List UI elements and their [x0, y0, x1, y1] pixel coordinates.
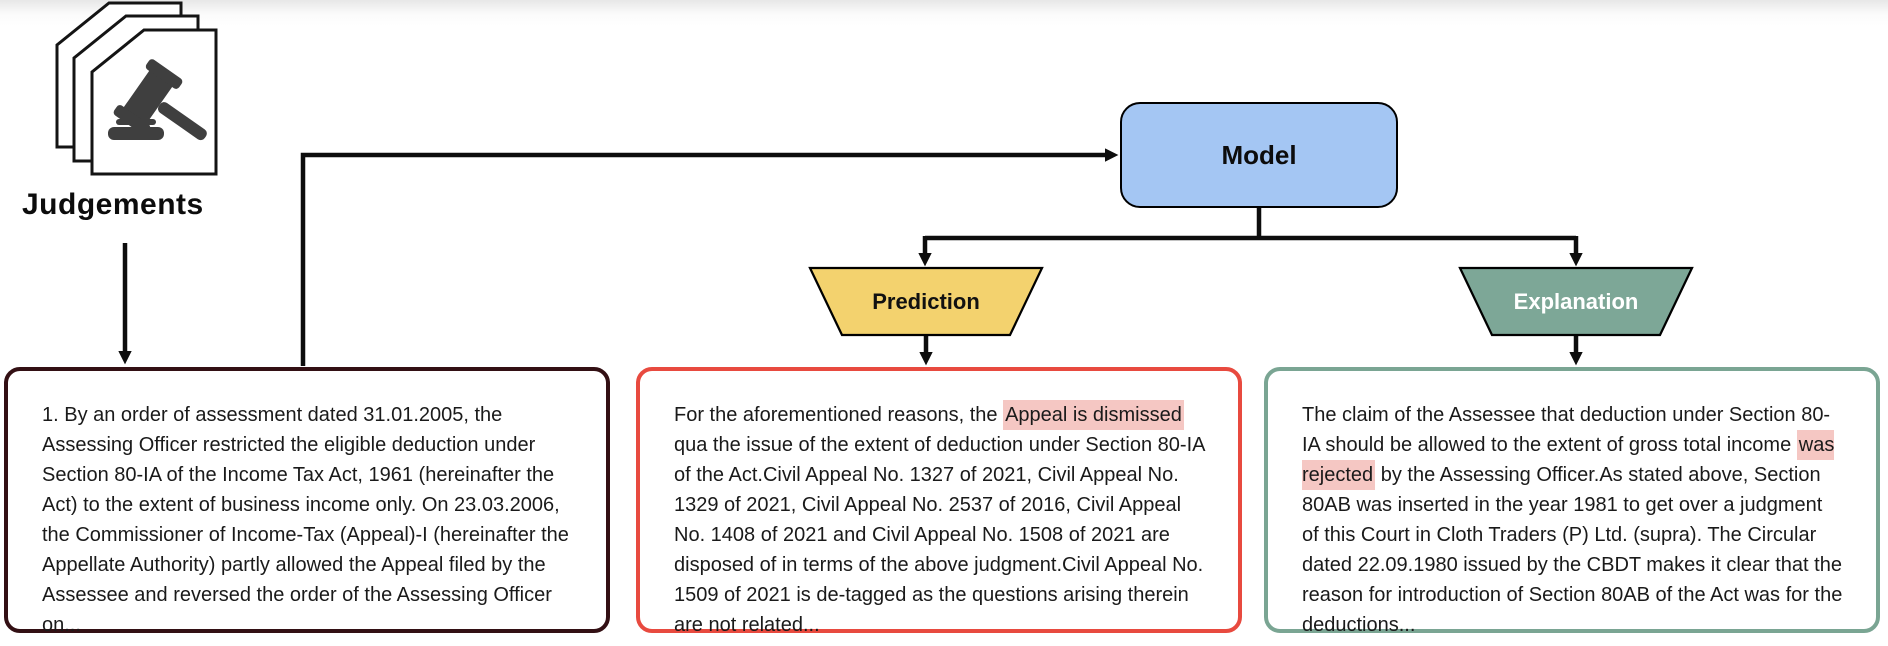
prediction-text: For the aforementioned reasons, the Appe…	[674, 400, 1206, 640]
prediction-text-before: For the aforementioned reasons, the	[674, 404, 1004, 426]
model-node: Model	[1120, 102, 1398, 208]
judgements-label: Judgements	[22, 188, 204, 221]
judgement-documents-icon	[55, 1, 218, 176]
flow-line-box-to-model	[300, 148, 1119, 366]
explanation-label: Explanation	[1513, 288, 1639, 314]
explanation-node-shape	[1458, 266, 1694, 337]
prediction-text-after: qua the issue of the extent of deduction…	[674, 434, 1205, 636]
prediction-highlight: Appeal is dismissed	[1003, 400, 1184, 430]
prediction-node-shape	[808, 266, 1044, 337]
prediction-label: Prediction	[872, 288, 980, 314]
judgement-text: 1. By an order of assessment dated 31.01…	[42, 400, 574, 640]
explanation-text-after: by the Assessing Officer.As stated above…	[1302, 464, 1843, 636]
judgement-text-before: 1. By an order of assessment dated 31.01…	[42, 404, 569, 636]
judgement-text-box: 1. By an order of assessment dated 31.01…	[4, 367, 610, 636]
explanation-text-before: The claim of the Assessee that deduction…	[1302, 404, 1831, 456]
model-label: Model	[1221, 139, 1297, 170]
prediction-text-box: For the aforementioned reasons, the Appe…	[636, 367, 1242, 636]
explanation-text: The claim of the Assessee that deduction…	[1302, 400, 1844, 640]
gavel-icon	[108, 59, 207, 141]
explanation-text-box: The claim of the Assessee that deduction…	[1264, 367, 1880, 636]
